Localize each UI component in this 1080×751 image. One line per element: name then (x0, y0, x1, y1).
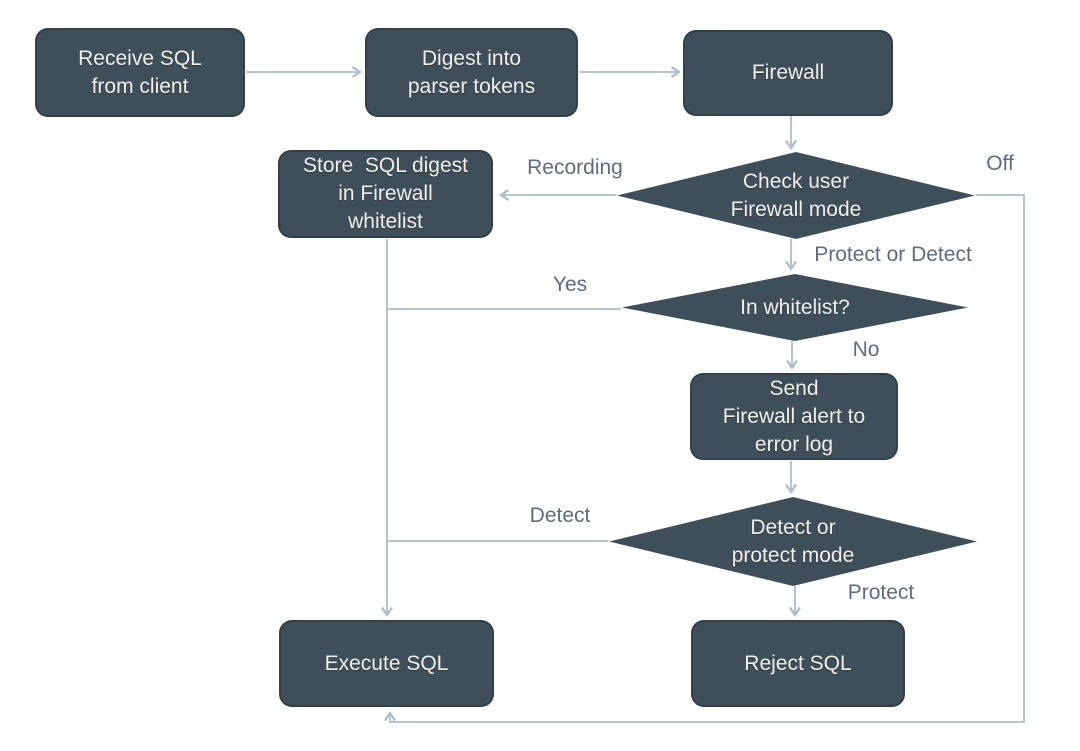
edge-label-protect: Protect (847, 581, 915, 604)
edge-label-yes: Yes (552, 273, 588, 296)
node-send-firewall-alert: Send Firewall alert to error log (690, 373, 898, 460)
node-firewall-label: Firewall (751, 61, 825, 84)
node-store-digest-label: Store SQL digest in Firewall whitelist (303, 154, 468, 233)
node-store-sql-digest: Store SQL digest in Firewall whitelist (278, 150, 493, 238)
node-detect-or-protect-label: Detect or protect mode (731, 515, 855, 567)
node-digest-label: Digest into parser tokens (407, 46, 536, 98)
edge-label-off: Off (986, 152, 1014, 175)
node-in-whitelist-label: In whitelist? (740, 295, 850, 319)
edge-label-detect: Detect (529, 504, 591, 527)
node-reject-sql: Reject SQL (691, 620, 905, 707)
edge-check-mode-off-to-execute (384, 194, 1025, 723)
edge-label-no: No (852, 338, 880, 361)
node-digest-into-parser-tokens: Digest into parser tokens (365, 28, 578, 117)
node-receive-sql: Receive SQL from client (35, 28, 245, 117)
node-receive-sql-label: Receive SQL from client (78, 46, 202, 98)
edge-label-recording: Recording (527, 156, 623, 179)
node-execute-sql-label: Execute SQL (324, 651, 449, 675)
node-firewall: Firewall (683, 30, 893, 116)
node-execute-sql: Execute SQL (279, 620, 494, 707)
node-send-alert-label: Send Firewall alert to error log (722, 376, 866, 456)
node-reject-sql-label: Reject SQL (744, 651, 852, 675)
edge-label-protect-or-detect: Protect or Detect (814, 243, 972, 266)
node-check-mode-label: Check user Firewall mode (730, 169, 862, 221)
